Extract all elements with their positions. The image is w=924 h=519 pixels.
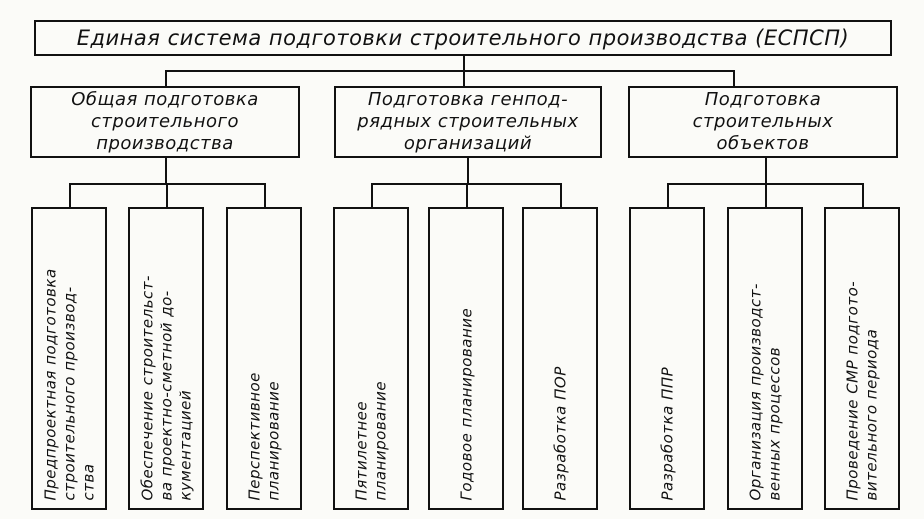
leaf-box-five-year-planning: Пятилетнее планирование <box>333 207 409 510</box>
leaf-label: Организация производст- венных процессов <box>746 282 783 500</box>
connector <box>165 158 167 184</box>
connector <box>467 158 469 184</box>
connector <box>560 183 562 207</box>
leaf-box-ppr-development: Разработка ППР <box>629 207 705 510</box>
leaf-label: Пятилетнее планирование <box>352 380 389 500</box>
group-label: Общая подготовка строительного производс… <box>71 89 259 154</box>
connector <box>733 70 735 86</box>
connector <box>165 70 167 86</box>
connector <box>765 158 767 184</box>
connector <box>667 183 669 207</box>
connector <box>165 70 734 72</box>
group-label: Подготовка строительных объектов <box>692 89 834 154</box>
leaf-box-por-development: Разработка ПОР <box>522 207 598 510</box>
connector <box>69 183 71 207</box>
leaf-box-design-documentation: Обеспечение строительст- ва проектно-сме… <box>128 207 204 510</box>
leaf-box-annual-planning: Годовое планирование <box>428 207 504 510</box>
connector <box>862 183 864 207</box>
connector <box>463 70 465 86</box>
root-label: Единая система подготовки строительного … <box>76 26 850 50</box>
leaf-label: Перспективное планирование <box>245 371 282 500</box>
connector <box>466 183 468 207</box>
leaf-label: Проведение СМР подгото- вительного перио… <box>843 280 880 500</box>
connector <box>264 183 266 207</box>
group-box-contractor-preparation: Подготовка генпод- рядных строительных о… <box>334 86 602 158</box>
group-box-object-preparation: Подготовка строительных объектов <box>628 86 898 158</box>
leaf-label: Разработка ПОР <box>550 365 569 500</box>
leaf-label: Разработка ППР <box>657 366 676 500</box>
leaf-label: Годовое планирование <box>456 307 475 500</box>
group-box-general-preparation: Общая подготовка строительного производс… <box>30 86 300 158</box>
leaf-box-preproject-preparation: Предпроектная подготовка строительного п… <box>31 207 107 510</box>
connector <box>371 183 373 207</box>
connector <box>166 183 168 207</box>
leaf-box-production-processes: Организация производст- венных процессов <box>727 207 803 510</box>
leaf-box-preparatory-period-work: Проведение СМР подгото- вительного перио… <box>824 207 900 510</box>
connector <box>463 56 465 71</box>
leaf-label: Предпроектная подготовка строительного п… <box>40 267 97 500</box>
leaf-box-long-term-planning: Перспективное планирование <box>226 207 302 510</box>
group-label: Подготовка генпод- рядных строительных о… <box>357 89 579 154</box>
connector <box>765 183 767 207</box>
root-box: Единая система подготовки строительного … <box>34 20 892 56</box>
leaf-label: Обеспечение строительст- ва проектно-сме… <box>137 274 194 500</box>
